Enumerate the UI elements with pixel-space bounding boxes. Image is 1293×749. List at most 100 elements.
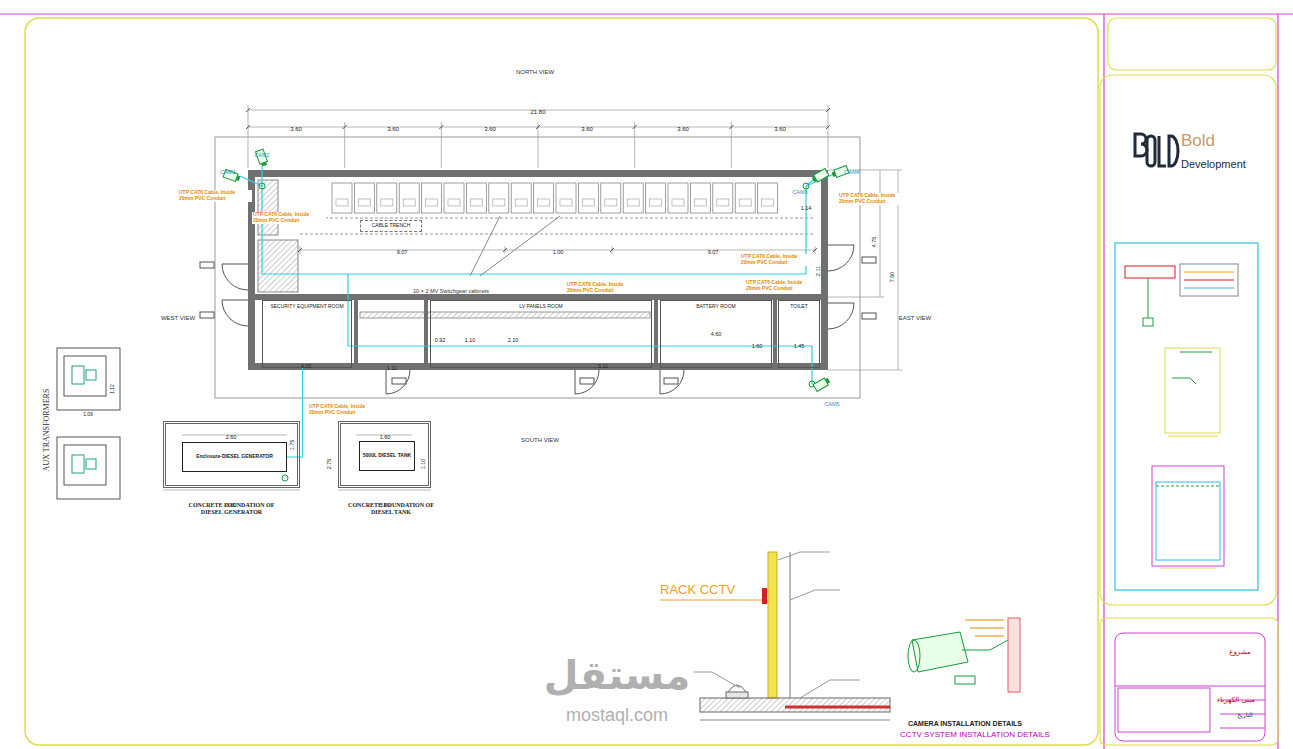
camera-lens xyxy=(825,378,830,384)
cabinet-panel xyxy=(672,199,684,206)
aux-transformers xyxy=(57,348,120,499)
room-label: 5000L DIESEL TANK xyxy=(363,453,411,459)
dimension-line xyxy=(344,122,345,168)
sheet-frame-part xyxy=(1108,18,1276,70)
detail-panel-part xyxy=(1156,482,1220,560)
equipment-enclosure: 5000L DIESEL TANK xyxy=(359,441,415,471)
doors-part xyxy=(664,378,678,384)
detail-panel-part xyxy=(1143,318,1153,326)
switchgear-cabinet xyxy=(578,183,598,213)
aux-transformers-part xyxy=(72,455,84,473)
switchgear-cabinet xyxy=(713,183,733,213)
dimension-tick xyxy=(610,248,614,252)
detail-panel-part xyxy=(1148,278,1149,318)
cctv-cable-part xyxy=(240,176,262,186)
drawing-label: مبنى الكهرباء xyxy=(1217,696,1255,704)
sheet-frame xyxy=(0,14,1293,749)
cabinet-panel xyxy=(403,199,415,206)
drawing-label: 3.60 xyxy=(484,126,496,133)
sheet-frame-part xyxy=(25,18,1098,745)
cabinet-panel xyxy=(336,199,348,206)
room-box: SECURITY EQUIPMENT ROOM xyxy=(262,300,352,368)
concrete-foundation: CONCRETE FOUNDATION OF DIESEL GENERATORE… xyxy=(163,421,300,488)
rack-detail-part xyxy=(726,692,748,698)
drawing-label: 1.45 xyxy=(794,343,805,349)
camera-detail-part xyxy=(955,676,975,684)
camera-detail-part xyxy=(1008,618,1020,692)
building-plan xyxy=(215,137,860,398)
dimension-lines xyxy=(163,105,902,490)
camera-symbol xyxy=(811,169,829,184)
rack-detail-part xyxy=(790,552,791,698)
equipment-enclosure: Enclosure-DIESEL GENERATOR xyxy=(182,442,287,472)
camera-lens xyxy=(812,176,817,182)
drawing-label: RACK CCTV xyxy=(660,583,735,598)
cable-note: UTP CAT6 Cable, Inside 20mm PVC Conduit xyxy=(178,190,252,202)
detail-panel-part xyxy=(1125,266,1175,278)
dimension-tick xyxy=(246,125,250,129)
dimension-tick xyxy=(343,125,347,129)
drawing-label: 1.09 xyxy=(83,412,93,418)
doors-part xyxy=(222,300,248,326)
switchgear-cabinet xyxy=(668,183,688,213)
building-plan-part xyxy=(654,297,658,370)
drawing-label: 1.14 xyxy=(801,205,812,211)
cabinet-panel xyxy=(582,199,594,206)
cabinet-panel xyxy=(426,199,438,206)
switchgear-cabinet xyxy=(534,183,554,213)
dimension-line xyxy=(828,370,902,371)
detail-panel-part xyxy=(1168,436,1218,437)
cable-connector xyxy=(287,368,303,457)
cabinet-panel xyxy=(717,199,729,206)
cable-trench: CABLE TRENCH xyxy=(360,220,422,232)
title-block-part xyxy=(1220,728,1265,729)
building-plan-part xyxy=(360,312,650,318)
rack-detail-part xyxy=(790,590,840,600)
drawing-label: 1.10 xyxy=(465,337,476,343)
detail-panel-part xyxy=(1115,243,1258,590)
rack-detail-part xyxy=(700,720,890,721)
detail-panel-part xyxy=(1160,568,1216,569)
drawing-label: 4.60 xyxy=(711,331,722,337)
rotated-dimension: 1.10 xyxy=(420,459,426,470)
dimension-line xyxy=(880,170,881,297)
room-label: CABLE TRENCH xyxy=(372,223,411,229)
rotated-dimension: AUX TRANSFORMERS xyxy=(42,389,51,472)
leader-lines-part xyxy=(480,216,560,276)
drawing-label: CAM4 xyxy=(844,169,859,175)
camera-lens xyxy=(261,162,267,167)
drawing-label: 3.60 xyxy=(226,502,237,508)
dimension-tick xyxy=(813,248,817,252)
dimension-line xyxy=(248,105,249,168)
drawing-label: مستقل xyxy=(544,652,690,698)
room-box: TOILET xyxy=(778,300,820,368)
doors-part xyxy=(862,257,876,263)
building-plan-part xyxy=(300,234,815,235)
rotated-dimension: 7.50 xyxy=(889,272,895,283)
rack-detail xyxy=(660,552,890,720)
drawing-label: 1.11 xyxy=(387,365,397,371)
camera-detail xyxy=(908,618,1020,692)
drawing-label: 3.60 xyxy=(774,126,786,133)
cabinet-panel xyxy=(762,199,774,206)
camera-lens xyxy=(832,171,837,177)
drawing-label: 3.11 xyxy=(598,363,608,369)
detail-panel xyxy=(1115,243,1258,590)
cabinet-panel xyxy=(560,199,572,206)
detail-panel-part xyxy=(1172,378,1196,384)
leader-lines xyxy=(470,216,560,276)
switchgear-cabinet xyxy=(444,183,464,213)
drawing-label: 1.60 xyxy=(380,434,391,440)
cabinet-panel xyxy=(538,199,550,206)
cable-end-markers-part xyxy=(282,475,288,481)
concrete-foundation: CONCRETE FOUNDATION OF DIESEL TANK5000L … xyxy=(338,421,431,488)
dimension-line xyxy=(731,122,732,168)
cable-note: UTP CAT6 Cable, Inside 20mm PVC Conduit xyxy=(566,282,640,294)
drawing-label: التاريخ xyxy=(1237,712,1253,719)
cctv-cable xyxy=(240,164,834,384)
